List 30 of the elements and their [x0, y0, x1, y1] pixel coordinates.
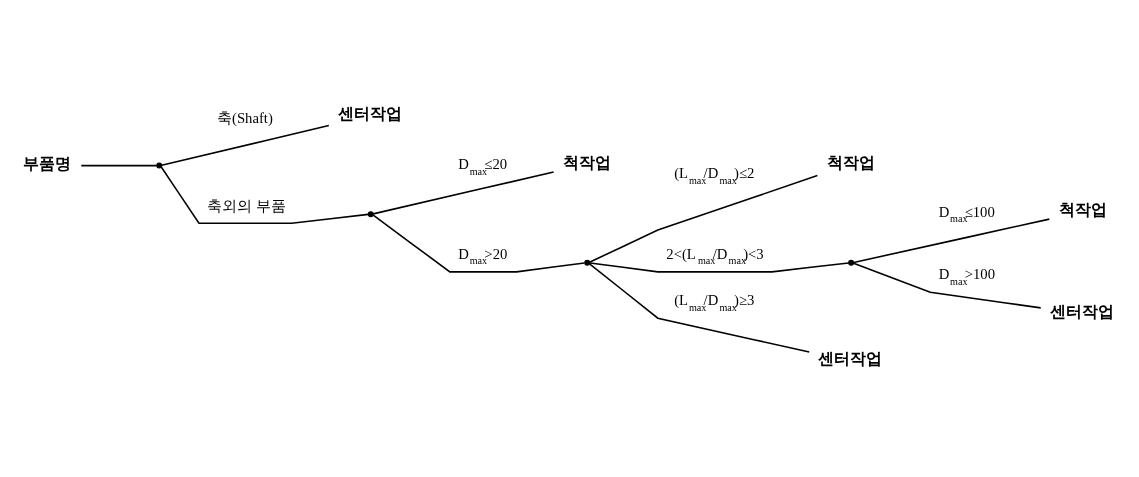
- edge-label: (L$_{max}$/D$_{max}$)≥3: [674, 292, 755, 313]
- connector: [589, 174, 819, 263]
- node-point: [367, 211, 374, 218]
- connector: [588, 262, 811, 353]
- node-text: 센터작업: [818, 350, 883, 368]
- edge-label: D$_{max}$>100: [938, 266, 996, 287]
- node-point: [848, 259, 855, 266]
- connector: [160, 124, 330, 167]
- node-text: 센터작업: [1050, 302, 1115, 320]
- edge-label: (L$_{max}$/D$_{max}$)≤2: [674, 165, 755, 186]
- connector: [852, 262, 1042, 309]
- node-text: 척작업: [562, 153, 611, 171]
- node-text: 척작업: [1058, 200, 1107, 218]
- node-text: 척작업: [826, 153, 875, 171]
- edge-label: D$_{max}$>20: [458, 245, 508, 267]
- edge-label: 축(Shaft): [217, 110, 273, 127]
- edge-label: D$_{max}$≤20: [458, 156, 508, 177]
- connector: [160, 166, 370, 225]
- edge-label: 2<(L$_{max}$/D$_{max}$)<3: [666, 245, 764, 267]
- edge-label: D$_{max}$≤100: [938, 203, 995, 225]
- connector: [80, 164, 158, 167]
- connector: [372, 214, 586, 273]
- node-text: 부품명: [23, 154, 72, 172]
- node-point: [584, 259, 591, 266]
- connector: [372, 171, 555, 215]
- edge-label: 축외의 부품: [206, 198, 286, 215]
- connector: [589, 262, 850, 273]
- node-text: 센터작업: [337, 104, 402, 122]
- node-point: [156, 162, 163, 169]
- connector: [852, 218, 1051, 264]
